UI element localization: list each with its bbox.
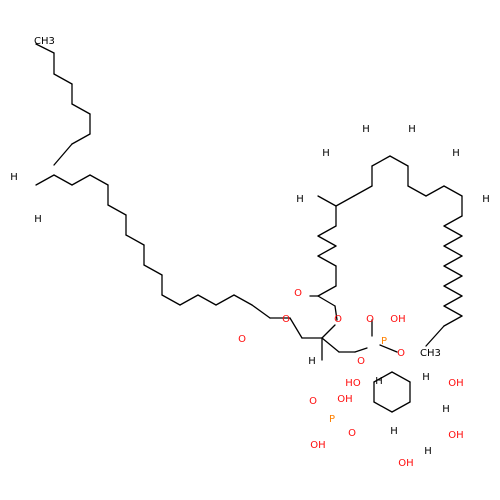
- bond: [317, 225, 337, 237]
- bond: [353, 185, 373, 197]
- atom-label-p-top: P: [381, 336, 387, 347]
- bond: [289, 317, 303, 339]
- atom-label-o-p-bot-ring: O: [348, 428, 356, 439]
- bond: [35, 43, 55, 54]
- atom-label-o-p-top-dbl: O: [366, 314, 374, 325]
- bond: [443, 265, 463, 277]
- bond: [391, 401, 411, 413]
- atom-label-o-ester-left: O: [282, 314, 290, 325]
- bond: [89, 174, 109, 186]
- bond: [251, 304, 271, 319]
- bond: [389, 155, 409, 167]
- bond: [335, 195, 355, 207]
- atom-label-o-p-top-ring: O: [397, 348, 405, 359]
- bond: [443, 245, 463, 257]
- atom-label-o-p-bot-dbl: O: [309, 396, 317, 407]
- bond-lines: [35, 43, 463, 413]
- atom-label-o-carbonyl-left: O: [238, 334, 246, 345]
- bond: [317, 195, 337, 207]
- atom-label-ch3-top: CH3: [34, 36, 55, 47]
- bond: [53, 73, 73, 85]
- bond: [443, 225, 463, 237]
- bond: [425, 185, 445, 197]
- bond: [233, 294, 253, 306]
- bond: [143, 264, 163, 276]
- atom-label-p-bot: P: [329, 414, 335, 425]
- atom-label-oh-p-bot-low: OH: [310, 440, 325, 451]
- atom-label-o-glycerol: O: [357, 356, 365, 367]
- bond: [317, 295, 336, 307]
- bond: [71, 174, 91, 186]
- atom-label-h-cis1-b: H: [296, 194, 304, 205]
- bond: [317, 235, 337, 247]
- atom-label-h-cis3-b: H: [482, 194, 490, 205]
- bond: [391, 371, 411, 383]
- atom-label-h-ring-b: H: [422, 372, 430, 383]
- bond: [107, 204, 127, 216]
- bond: [443, 185, 463, 197]
- bond: [197, 294, 217, 306]
- atom-label-h-ring-d: H: [390, 426, 398, 437]
- atom-label-o-carbonyl-mid: O: [294, 288, 302, 299]
- atom-label-h-left-lower: H: [34, 214, 42, 225]
- bond: [53, 174, 73, 186]
- bond: [179, 294, 199, 306]
- bond: [317, 255, 337, 267]
- atom-label-h-ring-a: H: [375, 376, 383, 387]
- bond: [125, 234, 145, 246]
- bond: [334, 305, 338, 321]
- bond: [443, 255, 463, 267]
- atom-label-ch3-bottom: CH3: [420, 348, 441, 359]
- bond: [321, 337, 340, 353]
- atom-label-oh-ring-left: HO: [345, 378, 361, 389]
- bond: [373, 371, 393, 383]
- bond: [71, 133, 91, 145]
- bond: [371, 155, 391, 167]
- bond: [443, 295, 463, 307]
- atom-label-oh-p-top: OH: [390, 314, 405, 325]
- bond: [443, 315, 463, 327]
- bond: [71, 103, 91, 115]
- bond: [373, 401, 393, 413]
- atom-label-h-ring-c: H: [442, 404, 450, 415]
- bond: [215, 294, 235, 306]
- bond: [317, 245, 337, 257]
- bond: [53, 143, 73, 166]
- bond: [425, 325, 445, 347]
- atom-label-h-cis3-a: H: [452, 148, 460, 159]
- atom-label-oh-ring-right-mid: OH: [448, 430, 463, 441]
- bond: [443, 285, 463, 297]
- bond: [443, 305, 463, 317]
- atom-label-h-cis1-a: H: [322, 148, 330, 159]
- bond: [443, 275, 463, 287]
- bond: [35, 174, 55, 186]
- bond: [443, 215, 463, 227]
- bond: [354, 347, 368, 353]
- bond: [443, 235, 463, 247]
- bond: [161, 294, 181, 306]
- atom-label-h-cis2-b: H: [408, 124, 416, 135]
- atom-label-oh-ring-bottom: OH: [398, 458, 413, 469]
- bond: [407, 185, 427, 197]
- atom-label-h-ring-e: H: [424, 446, 432, 457]
- atom-label-h-cis2-a: H: [362, 124, 370, 135]
- atom-label-h-left-upper: H: [10, 172, 18, 183]
- atom-label-oh-p-bot: OH: [337, 394, 352, 405]
- atom-label-o-ester-mid: O: [334, 314, 342, 325]
- bond: [317, 285, 337, 297]
- bond: [379, 344, 398, 353]
- atom-label-h-stereo: H: [308, 356, 316, 367]
- bond: [321, 324, 336, 339]
- atom-label-oh-ring-right-top: OH: [448, 378, 463, 389]
